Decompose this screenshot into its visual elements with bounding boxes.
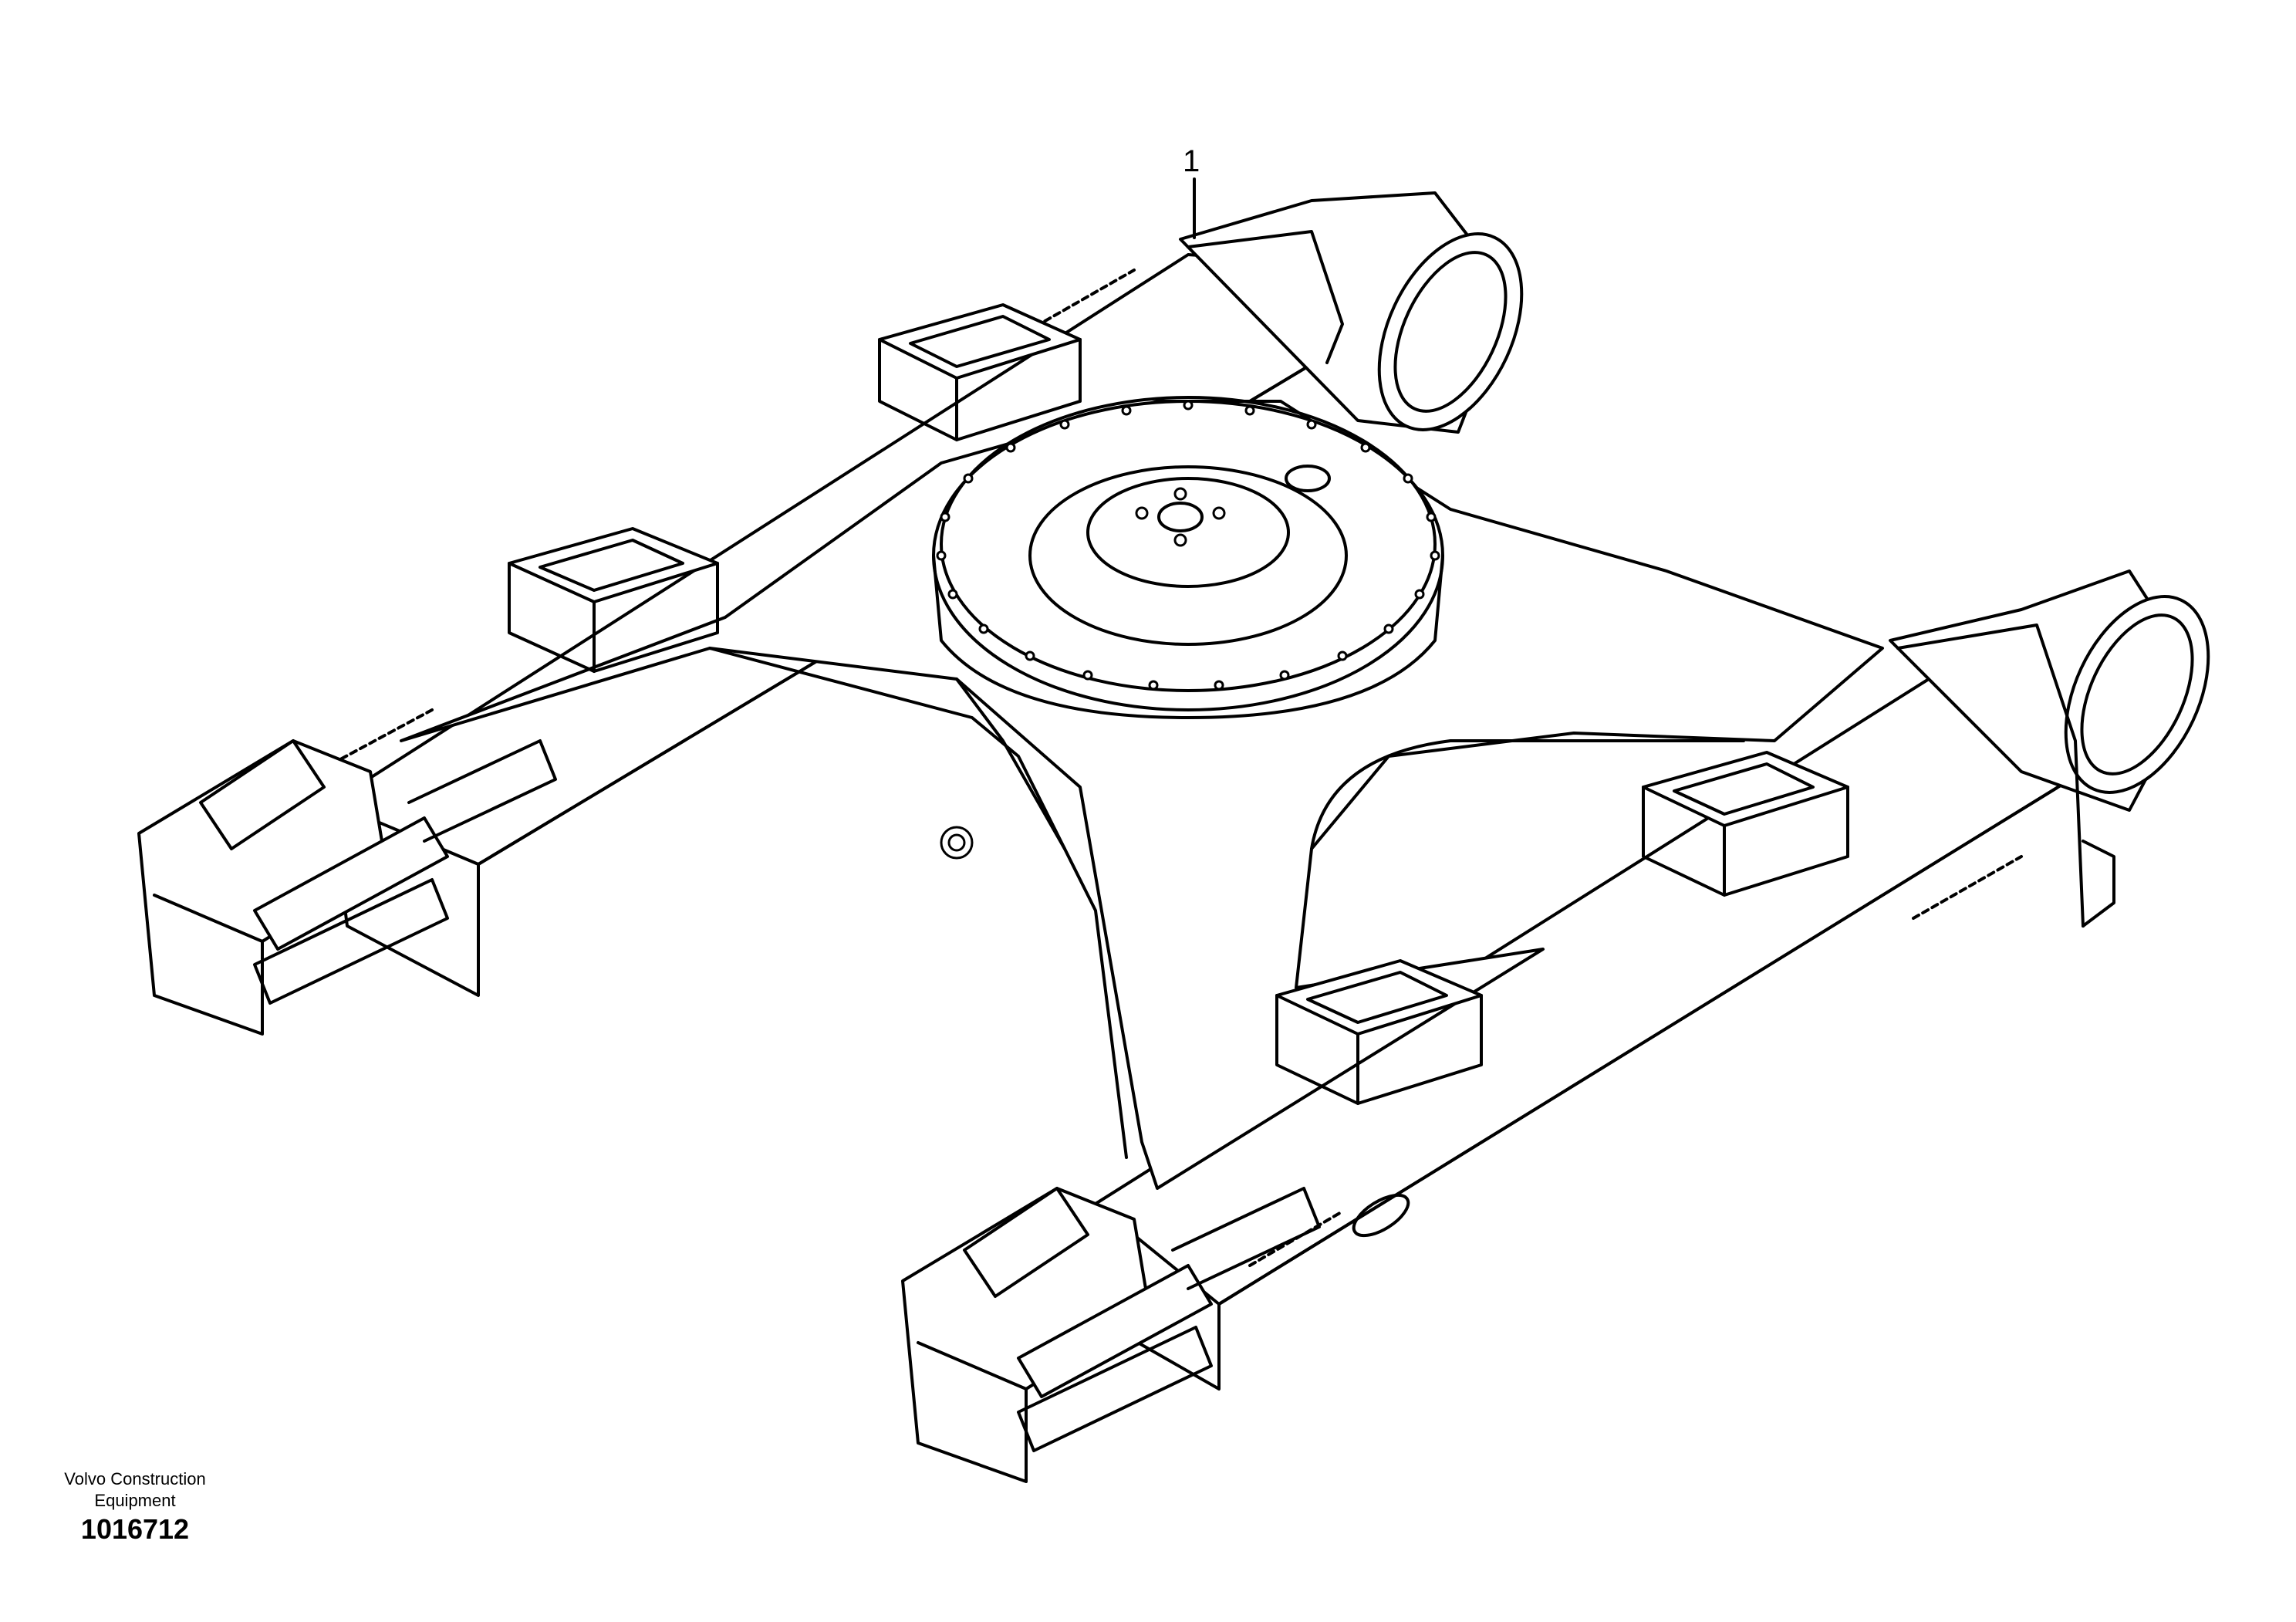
maker-name-line1: Volvo Construction xyxy=(64,1469,206,1489)
travel-motor-housing-left xyxy=(1179,191,1524,434)
maker-name-line2: Equipment xyxy=(94,1491,176,1510)
bearing-bolt-holes xyxy=(936,400,1440,691)
roller-mount-front-right xyxy=(1275,959,1483,1105)
idler-yoke-right xyxy=(901,1187,1321,1483)
roller-mount-rear-right xyxy=(1642,751,1849,897)
roller-mount-front-left xyxy=(508,527,719,673)
callout-1: 1 xyxy=(1183,144,1200,239)
roller-mount-rear-left xyxy=(878,303,1082,441)
swing-bearing xyxy=(932,396,1444,719)
travel-motor-housing-right xyxy=(1889,569,2210,928)
drawing-number: 1016712 xyxy=(80,1513,190,1545)
callout-label-1: 1 xyxy=(1183,144,1200,178)
idler-yoke-left xyxy=(137,739,557,1036)
